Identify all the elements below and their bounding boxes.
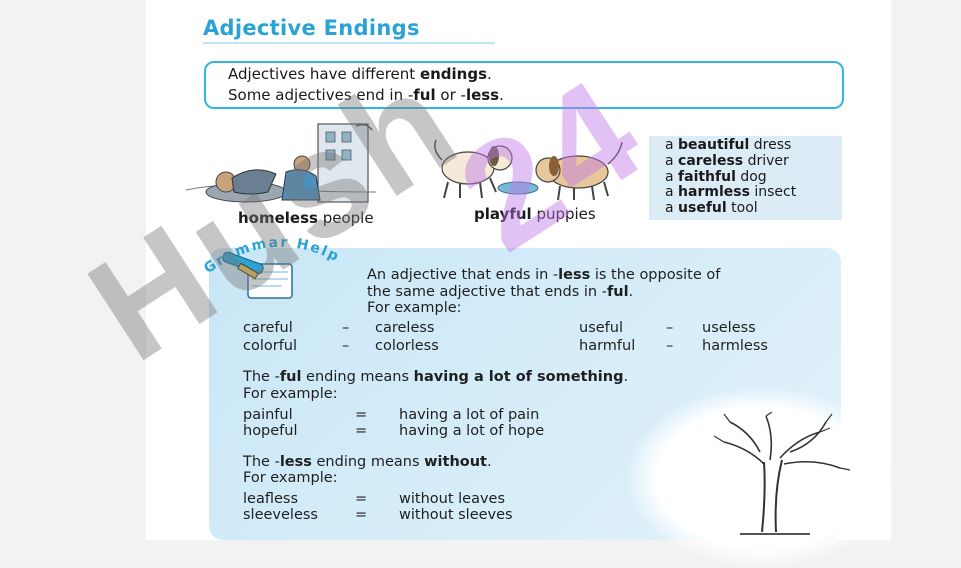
intro-text: or -: [435, 86, 466, 104]
intro-text: .: [499, 86, 504, 104]
example-item: a useful tool: [665, 200, 758, 216]
examples-box: a beautiful dress a careless driver a fa…: [649, 136, 842, 220]
caption-bold: playful: [474, 205, 532, 223]
opposite-word: colorful: [243, 338, 298, 354]
ful-example-word: painful: [243, 407, 293, 423]
pencil-icon: [237, 262, 259, 280]
example-item: a beautiful dress: [665, 137, 792, 153]
panel-highlight: [628, 388, 896, 568]
example-item: a faithful dog: [665, 169, 767, 185]
dash-glyph: –: [342, 338, 350, 354]
rule-line-1: An adjective that ends in -less is the o…: [367, 267, 721, 283]
homeless-people-illustration: [186, 123, 376, 203]
page-title: Adjective Endings: [203, 16, 420, 40]
opposite-word: careless: [375, 320, 435, 336]
ful-example-meaning: having a lot of hope: [399, 423, 545, 439]
intro-bold: less: [465, 86, 500, 104]
equals-glyph: =: [355, 407, 368, 423]
opposite-word: careful: [243, 320, 293, 336]
caption-text: puppies: [531, 205, 596, 223]
caption-text: people: [317, 209, 374, 227]
for-example-label: For example:: [243, 470, 338, 486]
intro-text: Some adjectives end in -: [228, 86, 414, 104]
opposite-word: colorless: [375, 338, 439, 354]
ful-example-meaning: having a lot of pain: [399, 407, 540, 423]
equals-glyph: =: [355, 507, 368, 523]
intro-box: Adjectives have different endings. Some …: [204, 61, 844, 109]
dash-glyph: –: [666, 320, 674, 336]
caption-puppies: playful puppies: [474, 205, 596, 223]
ful-rule: The -ful ending means having a lot of so…: [243, 369, 629, 385]
less-example-word: leafless: [243, 491, 298, 507]
less-example-meaning: without sleeves: [399, 507, 513, 523]
intro-bold: ful: [413, 86, 436, 104]
rule-line-2: the same adjective that ends in -ful.: [367, 284, 634, 300]
title-underline: [203, 42, 495, 44]
less-rule: The -less ending means without.: [243, 454, 492, 470]
for-example-label: For example:: [367, 300, 462, 316]
example-item: a careless driver: [665, 153, 789, 169]
opposite-word: useful: [579, 320, 623, 336]
intro-bold: endings: [419, 65, 488, 83]
dash-glyph: –: [666, 338, 674, 354]
example-item: a harmless insect: [665, 184, 797, 200]
opposite-word: useless: [702, 320, 756, 336]
opposite-word: harmless: [702, 338, 768, 354]
equals-glyph: =: [355, 423, 368, 439]
equals-glyph: =: [355, 491, 368, 507]
intro-text: Adjectives have different: [228, 65, 420, 83]
caption-homeless: homeless people: [238, 209, 374, 227]
ful-example-word: hopeful: [243, 423, 298, 439]
leafless-tree-illustration: [713, 412, 851, 535]
playful-puppies-illustration: [434, 139, 623, 201]
grammar-help-badge: Grammar Help: [201, 235, 341, 299]
intro-line-2: Some adjectives end in -ful or -less.: [228, 86, 504, 104]
intro-line-1: Adjectives have different endings.: [228, 65, 492, 83]
less-example-meaning: without leaves: [399, 491, 506, 507]
less-example-word: sleeveless: [243, 507, 318, 523]
for-example-label: For example:: [243, 386, 338, 402]
intro-text: .: [487, 65, 492, 83]
caption-bold: homeless: [238, 209, 318, 227]
dash-glyph: –: [342, 320, 350, 336]
opposite-word: harmful: [579, 338, 636, 354]
